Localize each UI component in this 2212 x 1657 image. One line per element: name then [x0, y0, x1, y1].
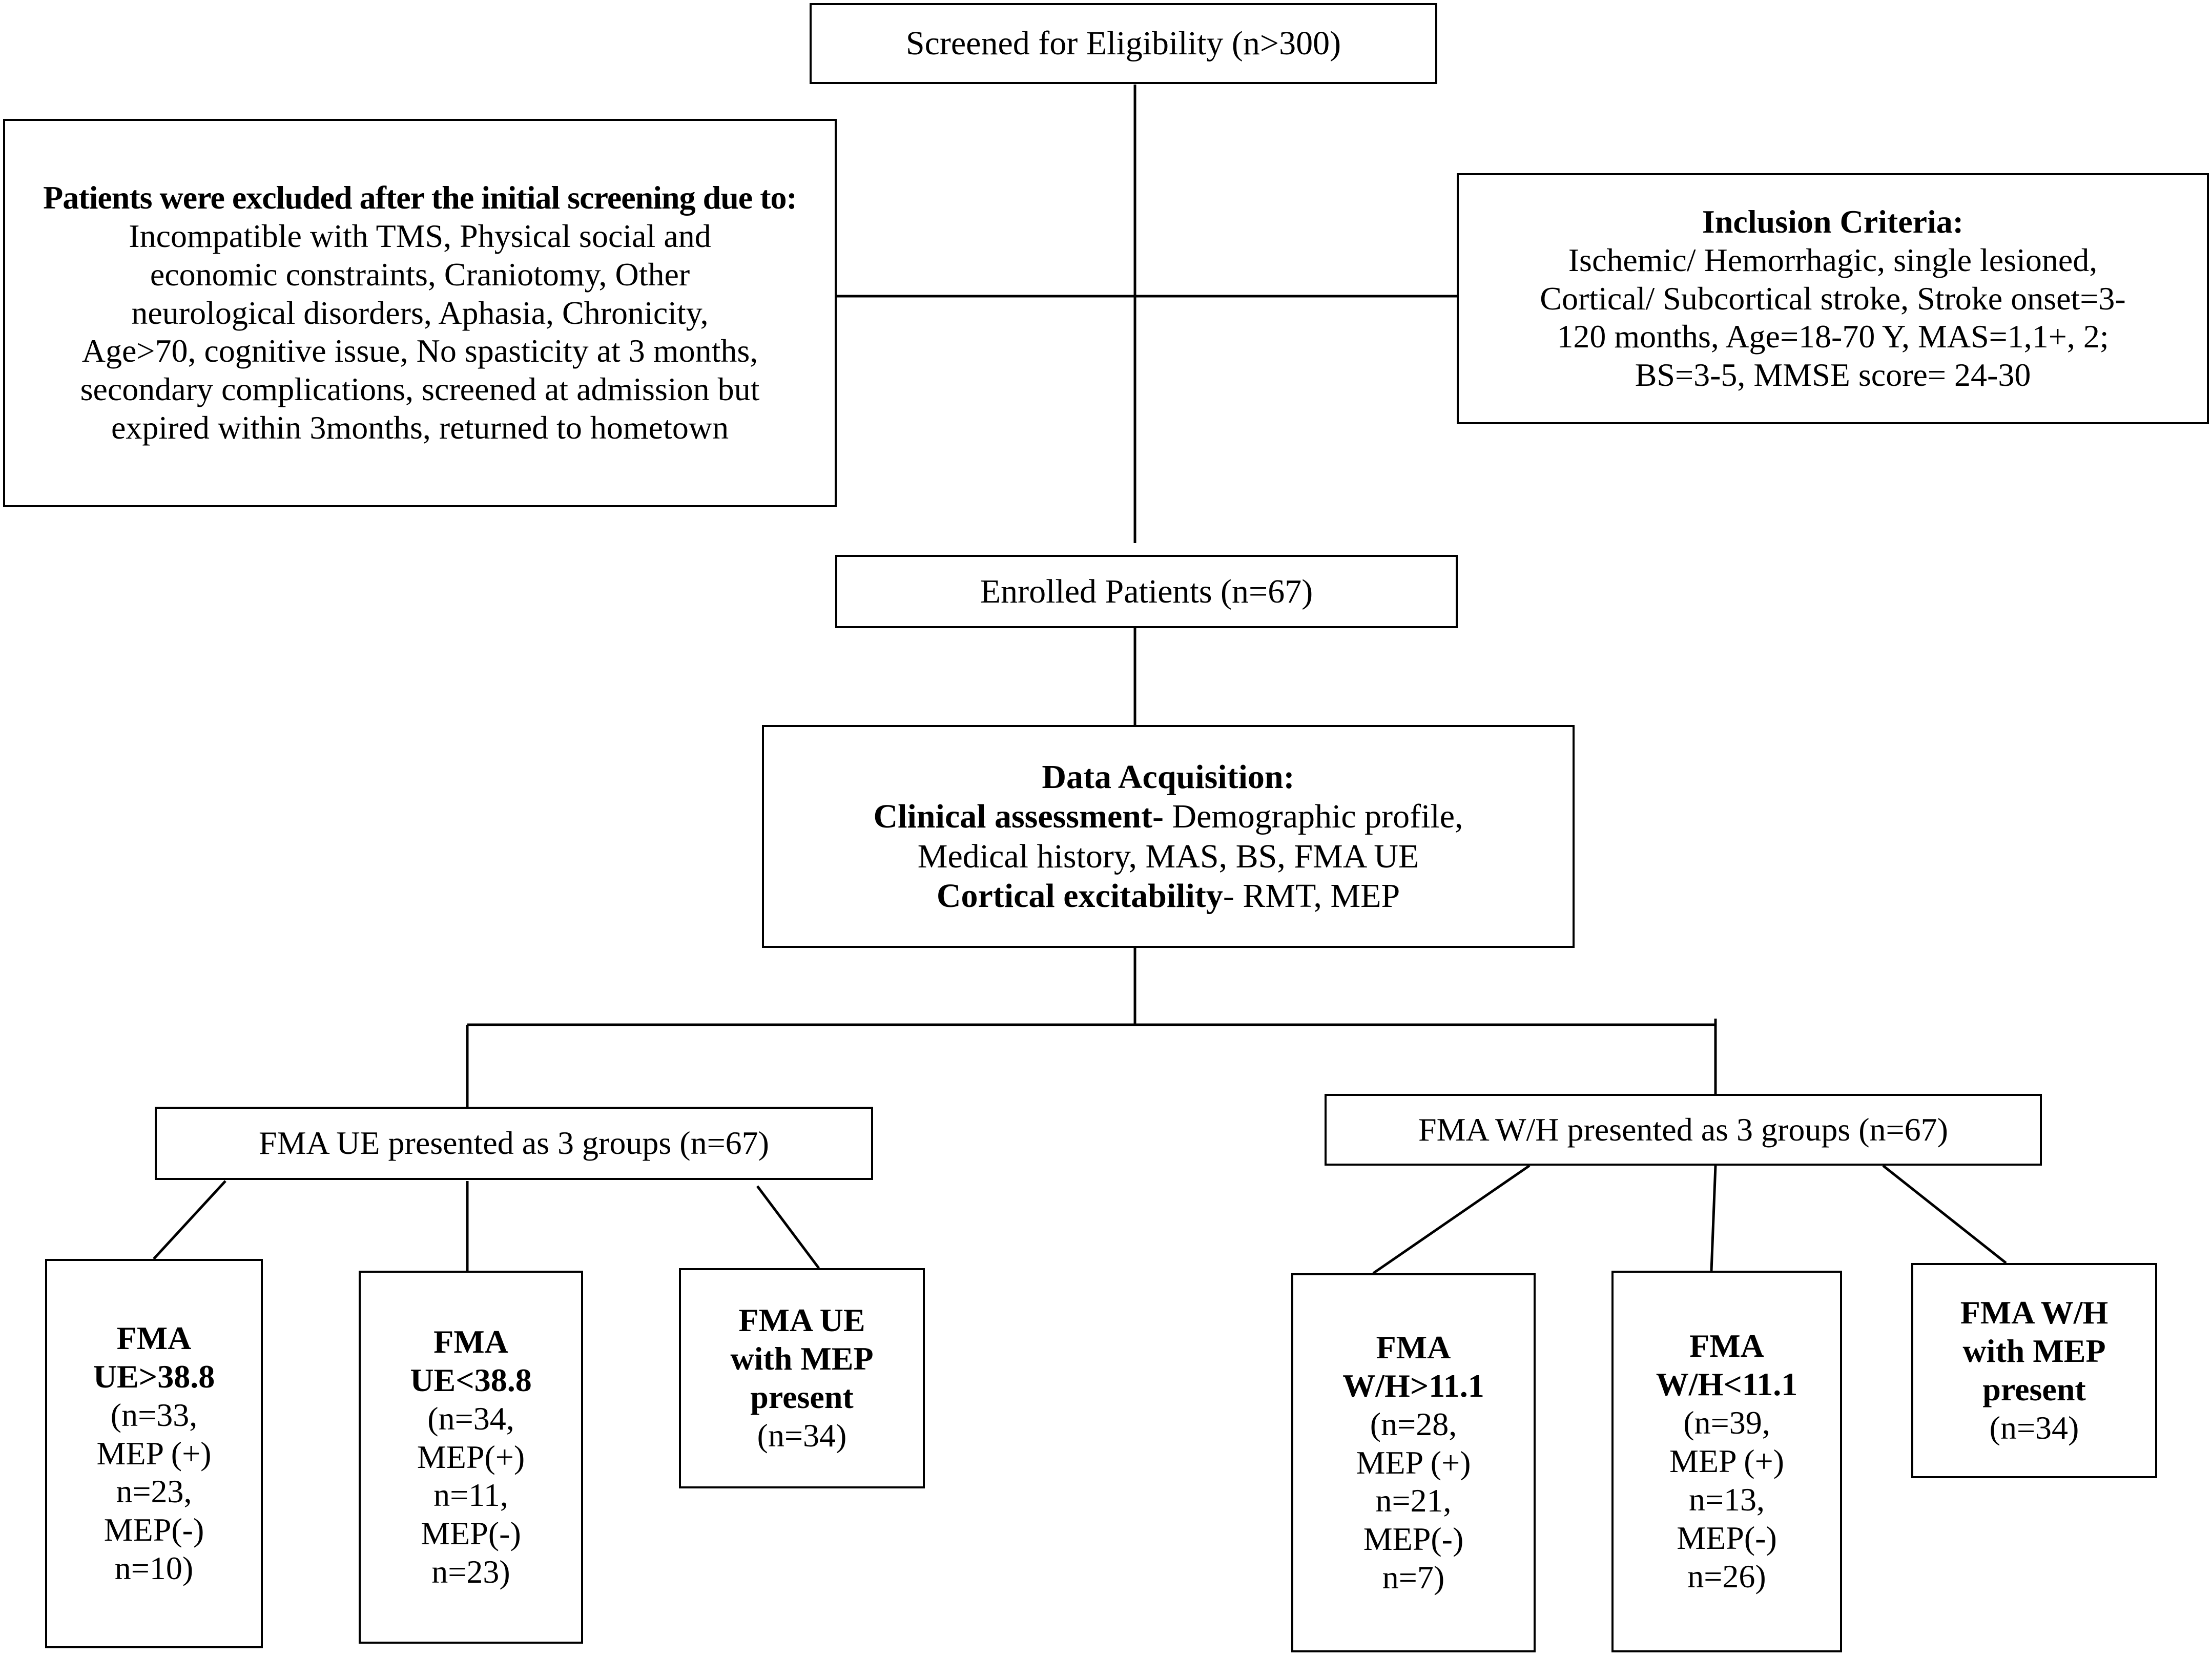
cortical-excitability-text: - RMT, MEP — [1223, 877, 1400, 915]
excluded-line: economic constraints, Craniotomy, Other — [150, 256, 690, 293]
acquisition-clinical: Clinical assessment- Demographic profile… — [873, 797, 1463, 836]
leaf-title: present — [750, 1379, 854, 1415]
leaf-line: n=23) — [431, 1554, 510, 1590]
leaf-line: MEP(-) — [1363, 1521, 1464, 1558]
leaf-title: FMA UE — [738, 1302, 865, 1339]
wh-group-box: FMA W/H presented as 3 groups (n=67) — [1325, 1094, 2042, 1166]
inclusion-title: Inclusion Criteria: — [1702, 203, 1964, 240]
leaf-line: n=23, — [116, 1473, 192, 1510]
clinical-assessment-text: - Demographic profile, — [1152, 798, 1463, 836]
leaf-title: FMA — [1689, 1328, 1764, 1364]
excluded-line: neurological disorders, Aphasia, Chronic… — [131, 294, 709, 331]
leaf-line: (n=28, — [1370, 1405, 1457, 1442]
screened-box: Screened for Eligibility (n>300) — [810, 3, 1437, 84]
leaf-line: n=7) — [1382, 1559, 1445, 1596]
cortical-excitability-label: Cortical excitability — [936, 877, 1223, 915]
leaf-title: FMA — [116, 1319, 192, 1356]
leaf-title: FMA — [1376, 1329, 1451, 1365]
leaf-line: MEP(-) — [1677, 1519, 1777, 1556]
wh-low-box: FMA W/H<11.1 (n=39, MEP (+) n=13, MEP(-)… — [1611, 1271, 1842, 1652]
inclusion-line: BS=3-5, MMSE score= 24-30 — [1635, 357, 2031, 393]
inclusion-line: Cortical/ Subcortical stroke, Stroke ons… — [1540, 280, 2126, 317]
acquisition-clinical-line2: Medical history, MAS, BS, FMA UE — [917, 837, 1419, 875]
enrolled-label: Enrolled Patients (n=67) — [980, 572, 1313, 610]
ue-group-box: FMA UE presented as 3 groups (n=67) — [155, 1107, 873, 1180]
ue-mep-present-box: FMA UE with MEP present (n=34) — [679, 1268, 925, 1488]
screened-label: Screened for Eligibility (n>300) — [905, 25, 1341, 63]
leaf-title: FMA W/H — [1960, 1294, 2108, 1331]
leaf-line: (n=34) — [757, 1417, 847, 1454]
clinical-assessment-label: Clinical assessment — [873, 798, 1152, 836]
connector-wh-box1 — [1372, 1164, 1531, 1275]
leaf-title: FMA — [433, 1323, 508, 1360]
acquisition-title: Data Acquisition: — [1042, 758, 1295, 796]
leaf-line: (n=34) — [1989, 1409, 2079, 1446]
excluded-box: Patients were excluded after the initial… — [3, 119, 837, 507]
enrolled-box: Enrolled Patients (n=67) — [835, 555, 1458, 628]
excluded-line: secondary complications, screened at adm… — [80, 371, 760, 408]
inclusion-line: 120 months, Age=18-70 Y, MAS=1,1+, 2; — [1557, 318, 2109, 355]
leaf-line: MEP (+) — [1669, 1443, 1784, 1480]
inclusion-box: Inclusion Criteria: Ischemic/ Hemorrhagi… — [1457, 173, 2209, 424]
connector-wh-box3 — [1882, 1165, 2007, 1264]
leaf-line: MEP (+) — [96, 1435, 212, 1472]
leaf-title: with MEP — [730, 1340, 874, 1377]
leaf-title: UE<38.8 — [410, 1361, 532, 1398]
excluded-line: expired within 3months, returned to home… — [111, 409, 729, 446]
leaf-title: W/H<11.1 — [1656, 1366, 1798, 1403]
acquisition-cortical: Cortical excitability- RMT, MEP — [937, 876, 1400, 916]
acquisition-box: Data Acquisition: Clinical assessment- D… — [762, 725, 1575, 948]
connector-ue-box1 — [153, 1180, 226, 1260]
leaf-title: UE>38.8 — [93, 1358, 215, 1395]
leaf-line: MEP(-) — [421, 1515, 521, 1552]
ue-low-box: FMA UE<38.8 (n=34, MEP(+) n=11, MEP(-) n… — [359, 1271, 583, 1644]
wh-high-box: FMA W/H>11.1 (n=28, MEP (+) n=21, MEP(-)… — [1291, 1273, 1536, 1652]
connector-wh-box2 — [1710, 1165, 1717, 1271]
wh-group-label: FMA W/H presented as 3 groups (n=67) — [1418, 1111, 1948, 1148]
excluded-line: Incompatible with TMS, Physical social a… — [129, 217, 711, 254]
wh-mep-present-box: FMA W/H with MEP present (n=34) — [1911, 1263, 2157, 1478]
leaf-line: MEP(+) — [417, 1438, 525, 1475]
leaf-title: W/H>11.1 — [1342, 1367, 1484, 1404]
leaf-line: (n=39, — [1683, 1404, 1770, 1441]
leaf-line: n=13, — [1688, 1481, 1765, 1518]
leaf-line: (n=33, — [110, 1396, 198, 1433]
connector-ue-box3 — [756, 1185, 820, 1269]
leaf-line: n=26) — [1687, 1558, 1766, 1594]
leaf-line: MEP (+) — [1356, 1444, 1471, 1481]
excluded-line: Age>70, cognitive issue, No spasticity a… — [81, 333, 758, 369]
leaf-line: n=11, — [433, 1477, 508, 1514]
leaf-title: present — [1982, 1371, 2086, 1407]
leaf-line: n=10) — [114, 1550, 194, 1587]
leaf-line: MEP(-) — [104, 1511, 204, 1548]
ue-high-box: FMA UE>38.8 (n=33, MEP (+) n=23, MEP(-) … — [45, 1259, 263, 1648]
leaf-line: n=21, — [1375, 1482, 1452, 1519]
leaf-line: (n=34, — [427, 1400, 514, 1437]
inclusion-line: Ischemic/ Hemorrhagic, single lesioned, — [1568, 241, 2098, 278]
ue-group-label: FMA UE presented as 3 groups (n=67) — [259, 1125, 769, 1162]
leaf-title: with MEP — [1962, 1333, 2106, 1370]
excluded-title: Patients were excluded after the initial… — [43, 179, 797, 216]
